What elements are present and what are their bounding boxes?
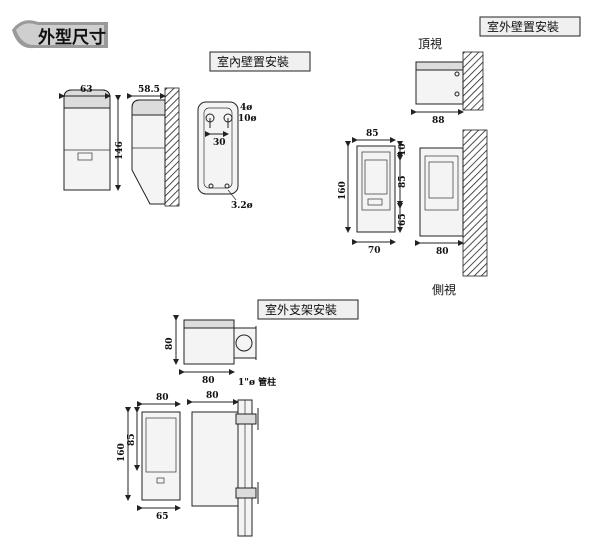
dim-bracket-front-height: 160: [117, 443, 127, 462]
svg-text:室內壁置安裝: 室內壁置安裝: [217, 54, 289, 69]
dim-indoor-depth: 58.5: [138, 85, 160, 95]
dim-bracket-front-base: 65: [156, 512, 169, 522]
outdoor-front-view: [345, 137, 403, 245]
dim-bracket-front-upper: 85: [127, 433, 137, 446]
dim-indoor-height: 146: [115, 141, 125, 160]
dim-hole-4: 4ø: [240, 103, 252, 113]
indoor-side-view: [131, 87, 180, 207]
side-view-label: 側視: [432, 282, 456, 297]
dim-bracket-side-depth: 80: [206, 391, 219, 401]
dim-front-width: 85: [366, 129, 379, 139]
dim-front-middle: 85: [398, 175, 408, 188]
svg-text:室外壁置安裝: 室外壁置安裝: [487, 19, 559, 34]
page-title: 外型尺寸: [38, 27, 106, 48]
dim-bracket-top-height: 80: [165, 337, 175, 350]
outdoor-top-view: [411, 51, 484, 115]
dim-top-depth: 88: [432, 116, 445, 126]
dim-bracket-front-width: 80: [156, 393, 169, 403]
section-outdoor-wall-label: 室外壁置安裝: [479, 16, 581, 37]
title-badge: 外型尺寸: [12, 20, 108, 49]
dim-side-depth: 80: [436, 247, 449, 257]
pipe-label: 1"ø 管柱: [238, 376, 276, 388]
dim-front-height: 160: [338, 181, 348, 200]
bracket-top-view: [173, 315, 257, 375]
bracket-side-view: [187, 399, 259, 537]
section-outdoor-bracket-label: 室外支架安裝: [257, 299, 359, 320]
dim-hole-spacing: 30: [213, 138, 226, 148]
indoor-back-plate: [197, 101, 239, 201]
top-view-label: 頂視: [418, 36, 442, 51]
section-indoor-wall-label: 室內壁置安裝: [209, 51, 311, 72]
dim-bracket-top-width: 80: [202, 376, 215, 386]
dim-front-top: 10: [398, 143, 408, 156]
outdoor-side-view: [415, 129, 488, 277]
dim-front-bottom: 65: [398, 213, 408, 226]
dim-front-base: 70: [368, 246, 381, 256]
dim-hole-32: 3.2ø: [231, 201, 253, 211]
indoor-front-view: [59, 89, 111, 191]
dim-hole-10: 10ø: [238, 114, 257, 124]
svg-text:室外支架安裝: 室外支架安裝: [265, 302, 337, 317]
bracket-front-view: [125, 401, 181, 511]
dim-indoor-width: 63: [80, 85, 93, 95]
